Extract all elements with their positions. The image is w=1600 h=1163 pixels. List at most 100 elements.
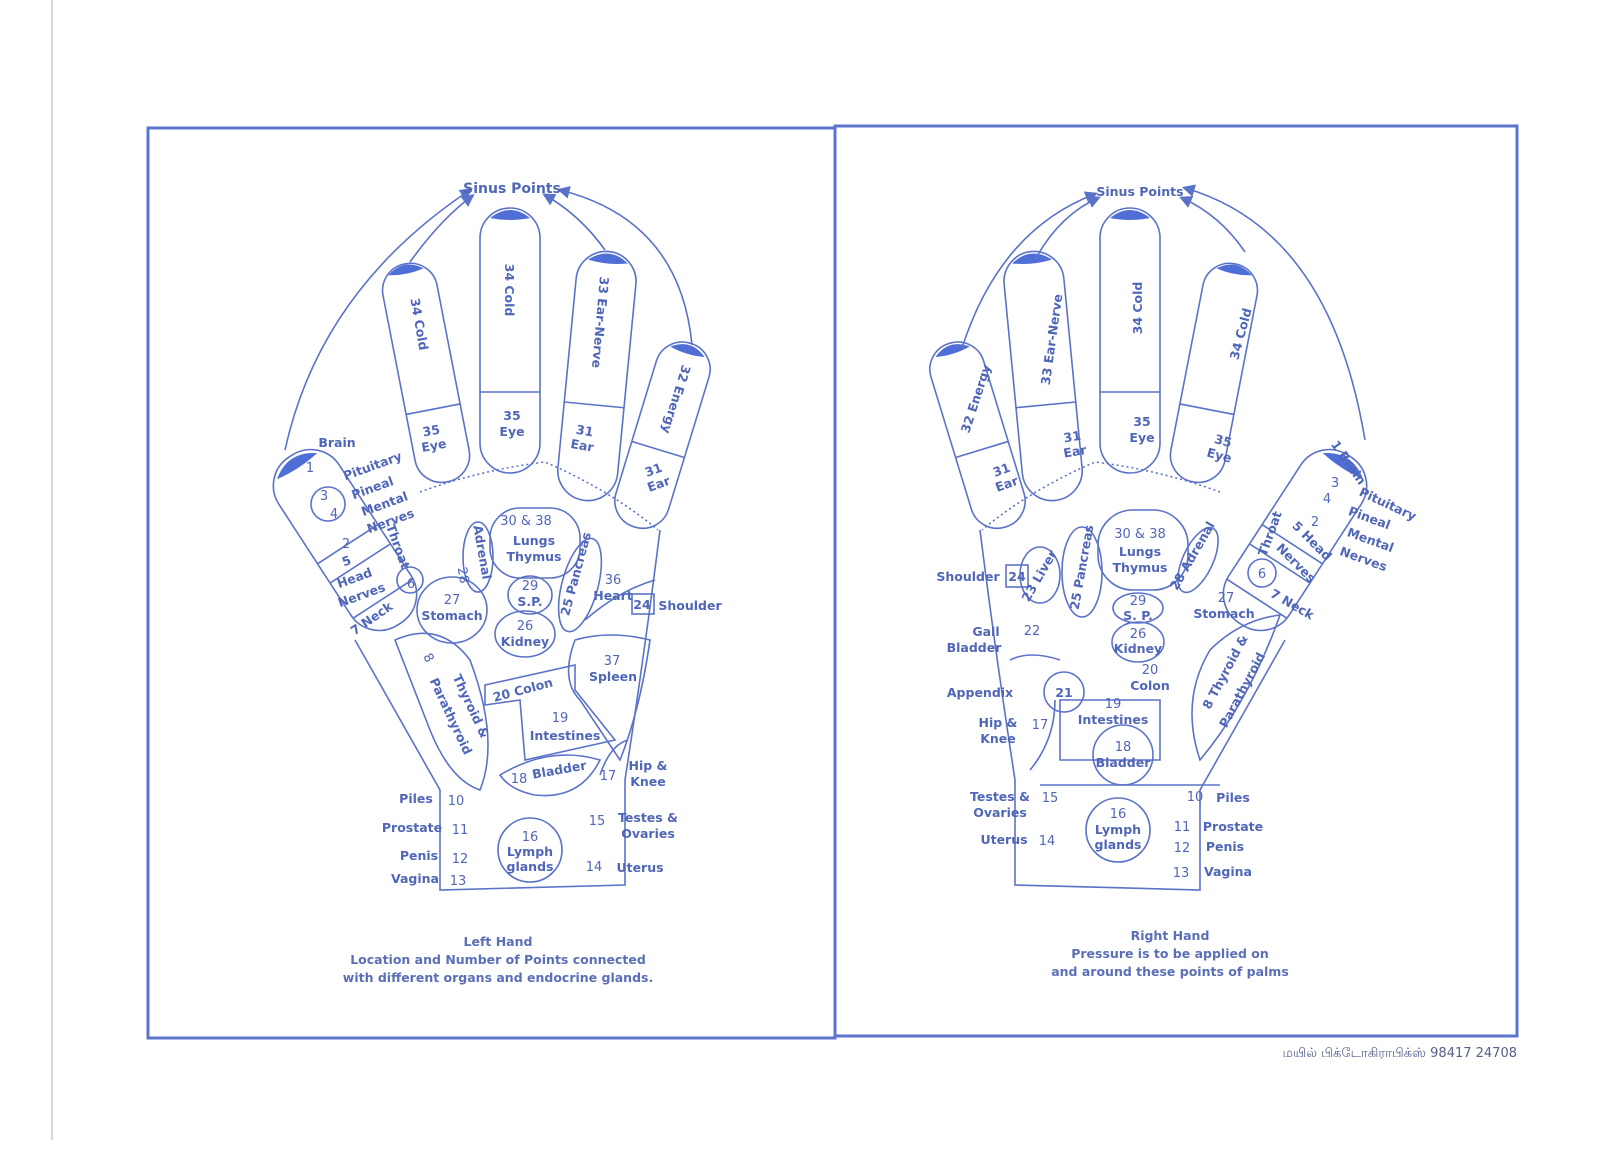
right-ear2-label: Ear xyxy=(1062,442,1088,461)
right-kidney-label: Kidney xyxy=(1114,641,1162,656)
right-eye1-num: 35 xyxy=(1133,414,1150,429)
right-caption-line1: Pressure is to be applied on xyxy=(1071,946,1269,961)
right-p6: 6 xyxy=(1258,567,1266,582)
left-caption-title: Left Hand xyxy=(464,934,533,949)
left-p1: 1 xyxy=(306,461,314,476)
left-p5: 5 xyxy=(340,552,353,569)
left-p4: 4 xyxy=(330,507,338,522)
publisher-footer: மயில் பிக்டோகிராபிக்ஸ் 98417 24708 xyxy=(1282,1046,1517,1061)
right-organ-outlines xyxy=(1005,509,1282,863)
left-finger1-label: 34 Cold xyxy=(407,297,431,352)
left-bladder-num: 18 xyxy=(511,772,528,787)
right-intestines-label: Intestines xyxy=(1078,712,1149,727)
right-eye1-label: Eye xyxy=(1129,430,1154,445)
left-intestines-num: 19 xyxy=(552,711,569,726)
left-glands-label: glands xyxy=(507,859,554,874)
right-piles-label: Piles xyxy=(1216,790,1250,805)
left-sinus-label: Sinus Points xyxy=(463,181,561,197)
left-pituitary-label: Pituitary xyxy=(341,448,404,483)
right-appendix-num: 21 xyxy=(1055,685,1072,700)
right-eye2-label: Eye xyxy=(1205,445,1233,466)
left-organ-outlines xyxy=(310,486,656,883)
left-kidney-label: Kidney xyxy=(501,634,549,649)
right-lymph-num: 16 xyxy=(1110,807,1127,822)
right-knee-label: Knee xyxy=(980,731,1016,746)
left-shoulder-label: Shoulder xyxy=(658,598,722,613)
right-sp-label: S. P. xyxy=(1123,608,1153,623)
right-penis-num: 12 xyxy=(1174,841,1191,856)
left-penis-label: Penis xyxy=(400,848,438,863)
right-stomach-label: Stomach xyxy=(1193,606,1254,621)
left-spleen-num: 37 xyxy=(604,654,621,669)
left-piles-label: Piles xyxy=(399,791,433,806)
left-finger3-label: 33 Ear-Nerve xyxy=(589,276,612,369)
left-p3: 3 xyxy=(320,489,328,504)
left-ovaries-label: Ovaries xyxy=(621,826,675,841)
right-p4: 4 xyxy=(1323,492,1331,507)
right-pancreas-label: 25 Pancreas xyxy=(1067,524,1097,611)
left-eye1-label: Eye xyxy=(420,436,447,455)
right-sp-num: 29 xyxy=(1130,594,1147,609)
left-ear2-num: 31 xyxy=(643,460,664,480)
right-gall-num: 22 xyxy=(1024,624,1041,639)
right-hand: Sinus Points 32 Energy 33 Ear-Nerve 34 C… xyxy=(922,184,1419,979)
left-finger4-label: 32 Energy xyxy=(659,363,694,435)
right-bladder-label: Bladder xyxy=(1096,755,1152,770)
right-eye2-num: 35 xyxy=(1213,431,1234,450)
left-caption-line1: Location and Number of Points connected xyxy=(350,952,646,967)
left-shoulder-num: 24 xyxy=(633,597,651,612)
right-appendix-label: Appendix xyxy=(947,685,1013,700)
left-uterus-label: Uterus xyxy=(616,860,663,875)
right-p2: 2 xyxy=(1311,515,1319,530)
right-kidney-num: 26 xyxy=(1130,627,1147,642)
left-panel-frame xyxy=(146,126,837,1040)
left-pancreas-label: 25 Pancreas xyxy=(557,530,594,617)
right-ear2-num: 31 xyxy=(1062,428,1082,446)
left-finger2-label: 34 Cold xyxy=(502,264,517,317)
right-thymus-label: Thymus xyxy=(1113,560,1168,575)
right-neck-label: 7 Neck xyxy=(1268,586,1317,623)
left-bladder-label: Bladder xyxy=(531,757,588,781)
left-intestines-label: Intestines xyxy=(530,728,601,743)
left-uterus-num: 14 xyxy=(586,860,603,875)
left-hand: Sinus Points 34 Cold 34 Cold 33 Ear-Nerv… xyxy=(259,181,722,985)
right-gall-label: Gall xyxy=(972,624,999,639)
left-p6: 6 xyxy=(407,577,415,592)
left-ear1-num: 31 xyxy=(575,422,595,440)
right-uterus-num: 14 xyxy=(1039,834,1056,849)
right-finger2-label: 33 Ear-Nerve xyxy=(1038,293,1066,386)
left-vagina-num: 13 xyxy=(450,874,467,889)
left-heart-label: Heart xyxy=(593,588,633,603)
right-bladder-num: 18 xyxy=(1115,740,1132,755)
right-finger3-label: 34 Cold xyxy=(1130,282,1145,335)
right-panel-frame xyxy=(833,124,1519,1038)
right-intestines-num: 19 xyxy=(1105,697,1122,712)
left-sp-label: S.P. xyxy=(517,594,542,609)
left-knee-label: Knee xyxy=(630,774,666,789)
right-lungs-num: 30 & 38 xyxy=(1114,527,1166,542)
left-stomach-num: 27 xyxy=(444,593,461,608)
left-ear1-label: Ear xyxy=(569,436,595,455)
right-caption-title: Right Hand xyxy=(1131,928,1210,943)
right-vagina-num: 13 xyxy=(1173,866,1190,881)
right-testes-label: Testes & xyxy=(970,789,1030,804)
right-glands-label: glands xyxy=(1095,837,1142,852)
right-vagina-label: Vagina xyxy=(1204,864,1252,879)
right-finger4-label: 34 Cold xyxy=(1227,306,1255,361)
right-prostate-label: Prostate xyxy=(1203,819,1263,834)
left-lymph-num: 16 xyxy=(522,830,539,845)
left-thyroid-num: 8 xyxy=(419,651,436,666)
left-colon-label: 20 Colon xyxy=(491,674,554,704)
left-p2: 2 xyxy=(342,537,350,552)
left-piles-num: 10 xyxy=(448,794,465,809)
left-kidney-num: 26 xyxy=(517,619,534,634)
right-uterus-label: Uterus xyxy=(980,832,1027,847)
left-spleen-label: Spleen xyxy=(589,669,637,684)
left-brain-label: Brain xyxy=(318,435,355,450)
right-piles-num: 10 xyxy=(1187,790,1204,805)
left-lymph-label: Lymph xyxy=(507,844,553,859)
left-hip-num: 17 xyxy=(600,769,617,784)
right-ovaries-label: Ovaries xyxy=(973,805,1027,820)
right-colon-label: Colon xyxy=(1130,678,1170,693)
